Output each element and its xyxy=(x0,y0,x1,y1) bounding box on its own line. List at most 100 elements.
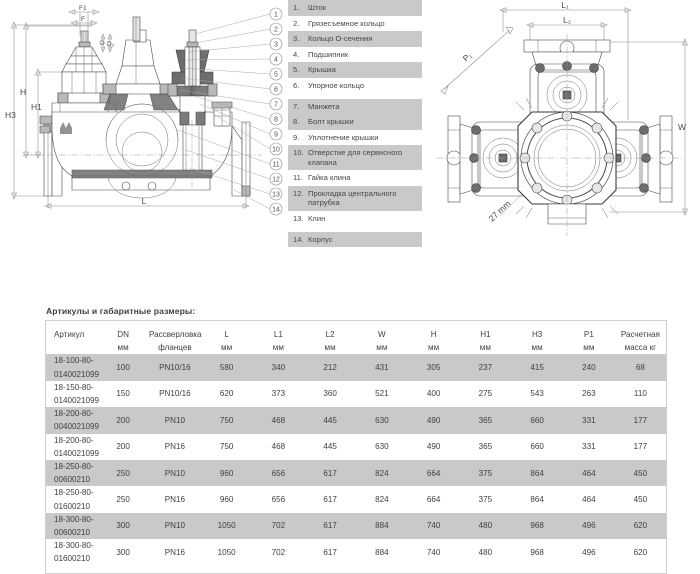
cell-h3: 968 xyxy=(530,547,544,557)
dim-label-d: D xyxy=(100,40,105,47)
legend-item-4: 4. Подшипник xyxy=(288,47,422,63)
dim-label-d2: D₂ xyxy=(107,41,115,48)
cell-dn: 150 xyxy=(116,389,130,399)
svg-text:1: 1 xyxy=(274,12,278,19)
callout-3: 3 xyxy=(269,37,283,51)
legend-item-12: 12. Прокладка центрального патрубка xyxy=(288,185,422,211)
cell-pn: PN10/16 xyxy=(159,389,191,399)
svg-text:6: 6 xyxy=(274,87,278,94)
header-article: Артикул xyxy=(54,330,85,339)
dim-label-l: L xyxy=(142,196,147,206)
table-row: 18-100-80-0140021099 100 PN10/16 580 340… xyxy=(45,354,667,381)
cell-article: 18-200-80-0040021099 xyxy=(45,407,99,434)
dimension-l2: L₂ xyxy=(526,15,608,42)
table-row: 18-200-80-0040021099 200 PN10 750 468 44… xyxy=(45,407,667,434)
cell-w: 824 xyxy=(375,495,389,505)
legend-item-6: 6. Упорное кольцо xyxy=(288,78,422,94)
callout-11: 11 xyxy=(269,157,283,171)
legend-number: 11. xyxy=(293,173,303,183)
legend-label: Упорное кольцо xyxy=(308,81,365,91)
cell-h: 740 xyxy=(407,512,460,540)
valve-topview-drawing: L₁ L₂ W P₁ 27 mm xyxy=(420,0,700,250)
callout-12: 12 xyxy=(269,172,283,186)
legend-label: Прокладка центрального патрубка xyxy=(308,189,397,208)
cell-l1: 468 xyxy=(271,442,286,452)
header-l2: L2 xyxy=(325,330,335,339)
cell-l2: 445 xyxy=(304,407,356,434)
header-h: H xyxy=(430,330,437,339)
cell-w: 824 xyxy=(356,460,408,487)
legend-label: Болт крышки xyxy=(308,117,354,127)
header-h-unit: мм xyxy=(428,343,440,353)
cell-h1: 480 xyxy=(478,547,493,557)
table-bottom-pad xyxy=(46,566,667,574)
dimension-h: H xyxy=(20,22,29,159)
dimension-w: W xyxy=(610,38,688,216)
header-l-unit: мм xyxy=(221,343,233,353)
cell-h3: 543 xyxy=(530,389,544,399)
header-w-unit: мм xyxy=(376,343,388,353)
legend-item-10: 10. Отверстие для сервисного клапана xyxy=(288,145,422,171)
table-row: 18-300-80-00600210 300 PN10 1050 702 617… xyxy=(45,512,667,540)
cell-h: 400 xyxy=(426,389,441,399)
table-header-row-1: Артикул DN Рассверловка L L1 L2 W H H1 H… xyxy=(46,328,667,341)
header-article-unit xyxy=(46,341,98,354)
legend-number: 10. xyxy=(293,148,304,158)
cell-p1: 464 xyxy=(582,495,596,505)
cell-l: 750 xyxy=(200,407,253,434)
cell-l: 580 xyxy=(200,354,253,381)
table-body: 18-100-80-0140021099 100 PN10/16 580 340… xyxy=(45,354,667,574)
right-bonnet-assembly xyxy=(167,29,233,176)
svg-text:9: 9 xyxy=(274,132,278,139)
callout-1: 1 xyxy=(269,7,283,21)
cell-h1: 375 xyxy=(459,460,512,487)
cell-w: 521 xyxy=(375,389,389,399)
header-dn-unit: мм xyxy=(117,343,129,353)
cell-pn: PN16 xyxy=(164,495,185,505)
valve-section-drawing: H3 H H1 F1 F D D₂ xyxy=(0,0,288,228)
callout-bubbles: 1 2 3 4 5 6 7 8 9 10 11 12 13 14 xyxy=(177,0,294,220)
cell-article: 18-300-80-00600210 xyxy=(45,512,98,540)
dim-label-h1: H1 xyxy=(31,102,42,112)
cell-h: 664 xyxy=(407,460,460,487)
cell-pn: PN10 xyxy=(149,460,201,487)
cell-h: 740 xyxy=(426,547,441,557)
cell-p1: 240 xyxy=(563,354,615,381)
header-w: W xyxy=(378,330,386,339)
legend-number: 1. xyxy=(293,3,300,13)
dimension-stem-small: D D₂ xyxy=(100,33,115,53)
cell-pn: PN10 xyxy=(149,512,201,540)
header-mass: Расчетная xyxy=(620,330,660,339)
cell-dn: 300 xyxy=(97,512,149,540)
cell-article: 18-150-80-0140021099 xyxy=(54,382,100,406)
cell-mass: 110 xyxy=(633,389,647,399)
table-row: 18-300-80-01600210 300 PN16 1050 702 617… xyxy=(46,539,667,565)
legend-label: Корпус xyxy=(308,234,333,244)
cell-article: 18-250-80-00600210 xyxy=(45,460,98,487)
cell-l: 750 xyxy=(219,442,234,452)
legend-number: 14. xyxy=(293,234,304,244)
cell-mass: 620 xyxy=(633,547,648,557)
svg-text:14: 14 xyxy=(272,207,280,214)
dimension-l: L xyxy=(44,196,250,209)
table-row: 18-150-80-0140021099 150 PN10/16 620 373… xyxy=(46,381,667,407)
callout-4: 4 xyxy=(269,52,283,66)
header-mass-unit: масса кг xyxy=(624,343,657,353)
callout-2: 2 xyxy=(269,22,283,36)
svg-text:3: 3 xyxy=(274,42,278,49)
legend-number: 4. xyxy=(293,49,300,59)
header-h3-unit: мм xyxy=(531,343,543,353)
legend-number: 8. xyxy=(293,117,300,127)
header-p1-unit: мм xyxy=(583,343,595,353)
cell-h3: 660 xyxy=(511,407,563,434)
cell-h1: 365 xyxy=(459,407,512,434)
cell-w: 431 xyxy=(356,354,408,381)
cell-dn: 100 xyxy=(97,354,149,381)
cell-l2: 617 xyxy=(323,547,337,557)
legend-number: 13. xyxy=(293,214,304,224)
cell-h1: 237 xyxy=(459,354,512,381)
svg-text:13: 13 xyxy=(272,192,280,199)
cell-h1: 375 xyxy=(478,495,493,505)
cell-l1: 340 xyxy=(252,354,305,381)
header-p1: P1 xyxy=(583,330,594,339)
